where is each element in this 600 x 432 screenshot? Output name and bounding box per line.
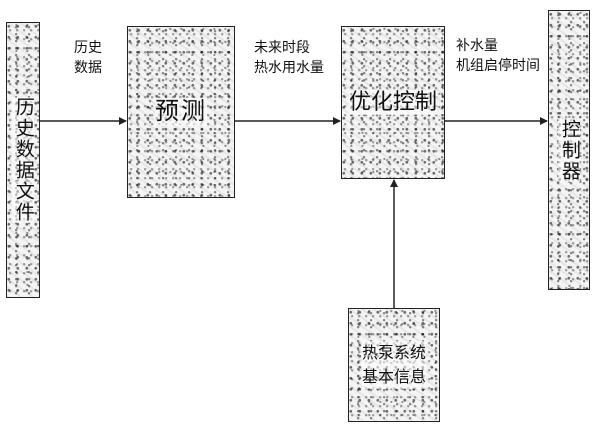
- forecast-label: 预测: [155, 97, 207, 126]
- optimization-control-label: 优化控制: [348, 89, 437, 116]
- heat-pump-info-box: 热泵系统 基本信息: [348, 308, 440, 422]
- history-data-file-box: 历史数据文件: [6, 22, 40, 298]
- edge-label-history-data: 历史 数据: [74, 40, 102, 77]
- history-data-file-label: 历史数据文件: [12, 97, 35, 223]
- forecast-box: 预测: [127, 26, 235, 198]
- heat-pump-info-label: 热泵系统 基本信息: [361, 341, 426, 389]
- edge-label-supply-and-schedule: 补水量 机组启停时间: [456, 38, 540, 75]
- edge-label-future-water-usage: 未来时段 热水用水量: [254, 40, 324, 77]
- controller-label: 控制器: [558, 118, 581, 182]
- optimization-control-box: 优化控制: [341, 26, 445, 179]
- controller-box: 控制器: [548, 10, 590, 290]
